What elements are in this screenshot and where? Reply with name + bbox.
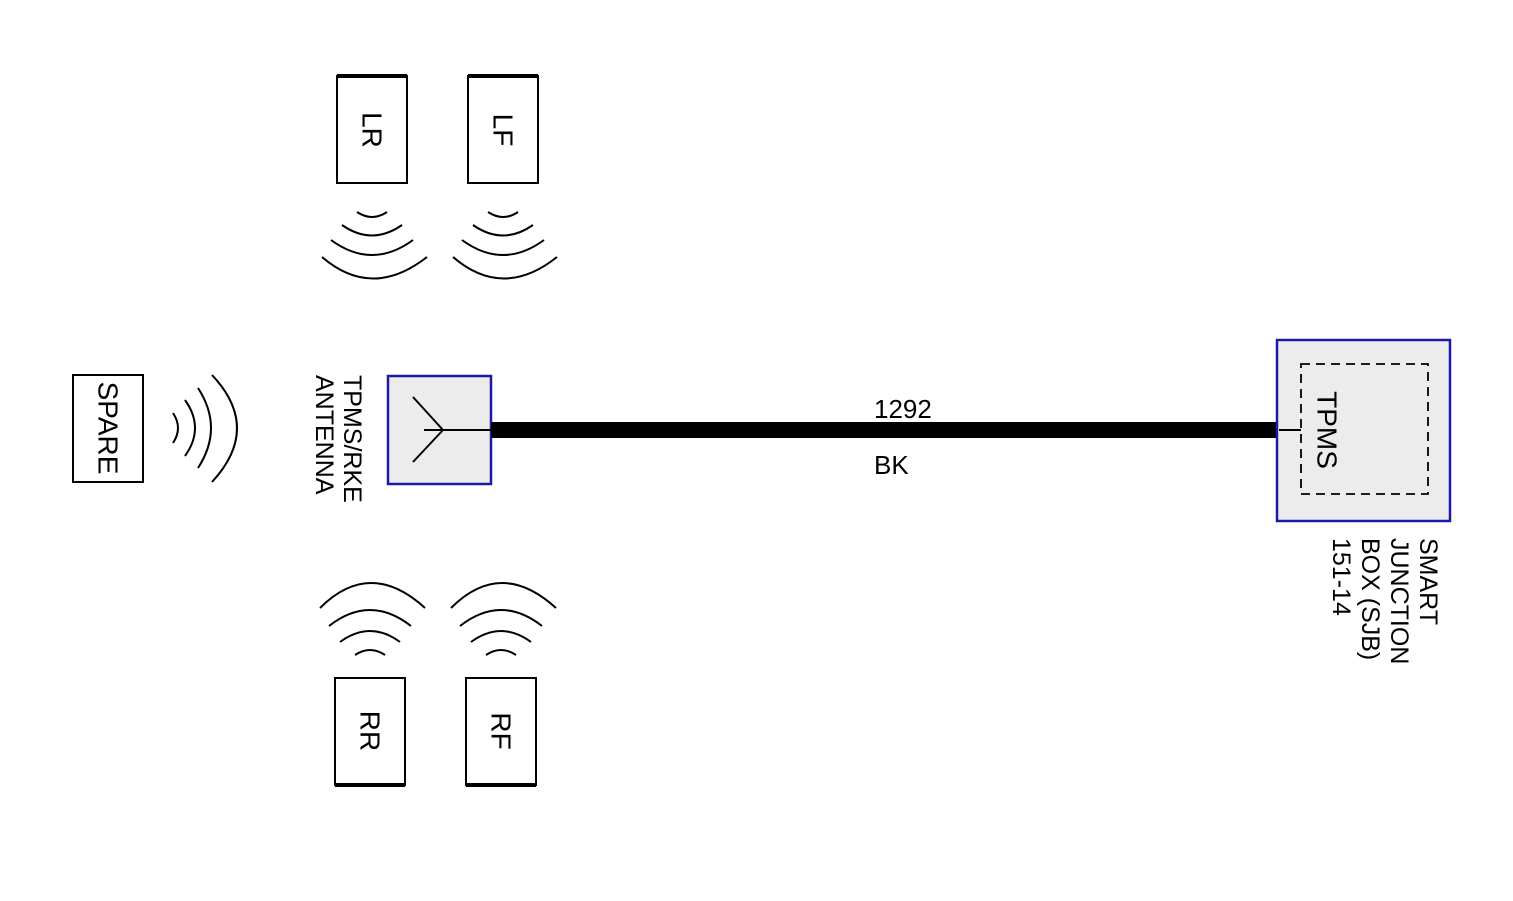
antenna-label-line1: TPMS/RKE xyxy=(338,375,366,503)
wire-circuit-number: 1292 xyxy=(874,394,932,424)
sensor-lf: LF xyxy=(467,74,539,184)
sjb-label-line4: 151-14 xyxy=(1327,538,1355,616)
signal-waves-rf-icon xyxy=(450,582,557,656)
tpms-rke-antenna: TPMS/RKE ANTENNA xyxy=(310,374,493,503)
wire-1292: 1292 BK xyxy=(491,394,1279,480)
smart-junction-box: TPMS SMART JUNCTION BOX (SJB) 151-14 xyxy=(1275,338,1452,664)
sensor-rr-label: RR xyxy=(355,711,386,751)
wire-color-code: BK xyxy=(874,450,909,480)
sensor-rr: RR xyxy=(334,677,406,787)
sjb-label-line1: SMART xyxy=(1414,538,1442,625)
sensor-rf-label: RF xyxy=(486,712,517,749)
signal-waves-spare-icon xyxy=(172,374,238,483)
signal-waves-lf-icon xyxy=(452,211,558,280)
sjb-tpms-module xyxy=(1300,363,1429,495)
antenna-label-line2: ANTENNA xyxy=(310,375,338,495)
sensor-lr-label: LR xyxy=(357,112,388,148)
antenna-icon xyxy=(412,396,491,463)
signal-waves-lr-icon xyxy=(321,211,428,280)
sensor-spare-label: SPARE xyxy=(93,382,124,475)
sensor-rf: RF xyxy=(465,677,537,787)
sjb-label-line3: BOX (SJB) xyxy=(1356,538,1384,660)
sjb-tpms-label: TPMS xyxy=(1312,391,1343,469)
sensor-spare: SPARE xyxy=(72,374,144,483)
sensor-lr: LR xyxy=(336,74,408,184)
signal-waves-rr-icon xyxy=(319,582,426,656)
sjb-label-line2: JUNCTION xyxy=(1385,538,1413,664)
sensor-lf-label: LF xyxy=(488,114,519,147)
